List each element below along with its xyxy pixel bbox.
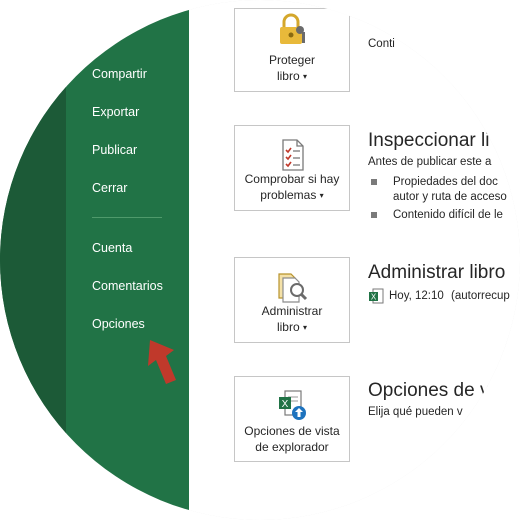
sidebar-divider	[92, 217, 162, 218]
bullet-marker	[371, 212, 377, 218]
inspect-subtitle: Antes de publicar este a	[368, 156, 492, 168]
nav-item-exportar[interactable]: Exportar	[92, 105, 140, 119]
svg-text:X: X	[371, 293, 377, 302]
chevron-down-icon: ▾	[319, 191, 324, 200]
check-issues-label: Comprobar si hay problemas ▾	[244, 172, 340, 202]
autosave-file-time[interactable]: Hoy, 12:10	[389, 290, 444, 302]
protect-workbook-button[interactable]: Proteger libro ▾	[234, 8, 350, 92]
nav-item-publicar[interactable]: Publicar	[92, 143, 138, 157]
sidebar-edge	[0, 0, 66, 520]
inspect-title: Inspeccionar li	[368, 130, 490, 151]
chevron-down-icon: ▾	[303, 323, 308, 332]
nav-item-opciones[interactable]: Opciones	[92, 317, 145, 331]
nav-item-comentarios[interactable]: Comentarios	[92, 279, 163, 293]
manage-workbook-button[interactable]: Administrar libro ▾	[234, 257, 350, 343]
backstage-sidebar: Compartir Exportar Publicar Cerrar Cuent…	[0, 0, 189, 520]
lock-key-icon	[280, 13, 305, 44]
checklist-document-icon	[282, 139, 304, 171]
document-search-icon	[278, 273, 308, 303]
manage-workbook-label: Administrar libro ▾	[261, 304, 323, 334]
protect-workbook-label: Proteger libro ▾	[268, 53, 316, 83]
excel-upload-document-icon: X	[279, 390, 306, 420]
browser-view-options-label: Opciones de vista de explorador	[244, 424, 340, 454]
browser-options-title: Opciones de v	[368, 380, 490, 401]
inspect-bullet-2: Contenido difícil de le	[393, 209, 503, 221]
inspect-bullet-1-line1: Propiedades del doc	[393, 176, 498, 188]
svg-text:X: X	[282, 399, 289, 410]
inspect-bullet-1-line2: autor y ruta de acceso	[393, 191, 507, 203]
chevron-down-icon: ▾	[303, 72, 308, 81]
excel-file-icon: X	[369, 288, 384, 304]
browser-view-options-button[interactable]: X Opciones de vista de explorador	[234, 376, 350, 462]
nav-item-compartir[interactable]: Compartir	[92, 67, 147, 81]
nav-item-cerrar[interactable]: Cerrar	[92, 181, 128, 195]
partial-text-top: Conti	[368, 38, 395, 50]
nav-item-cuenta[interactable]: Cuenta	[92, 241, 133, 255]
bullet-marker	[371, 179, 377, 185]
pointer-arrow-icon	[148, 340, 176, 384]
manage-title: Administrar libro	[368, 262, 506, 283]
autosave-file-note[interactable]: (autorrecup	[451, 290, 510, 302]
check-issues-button[interactable]: Comprobar si hay problemas ▾	[234, 125, 350, 211]
browser-options-subtitle: Elija qué pueden v	[368, 406, 463, 418]
